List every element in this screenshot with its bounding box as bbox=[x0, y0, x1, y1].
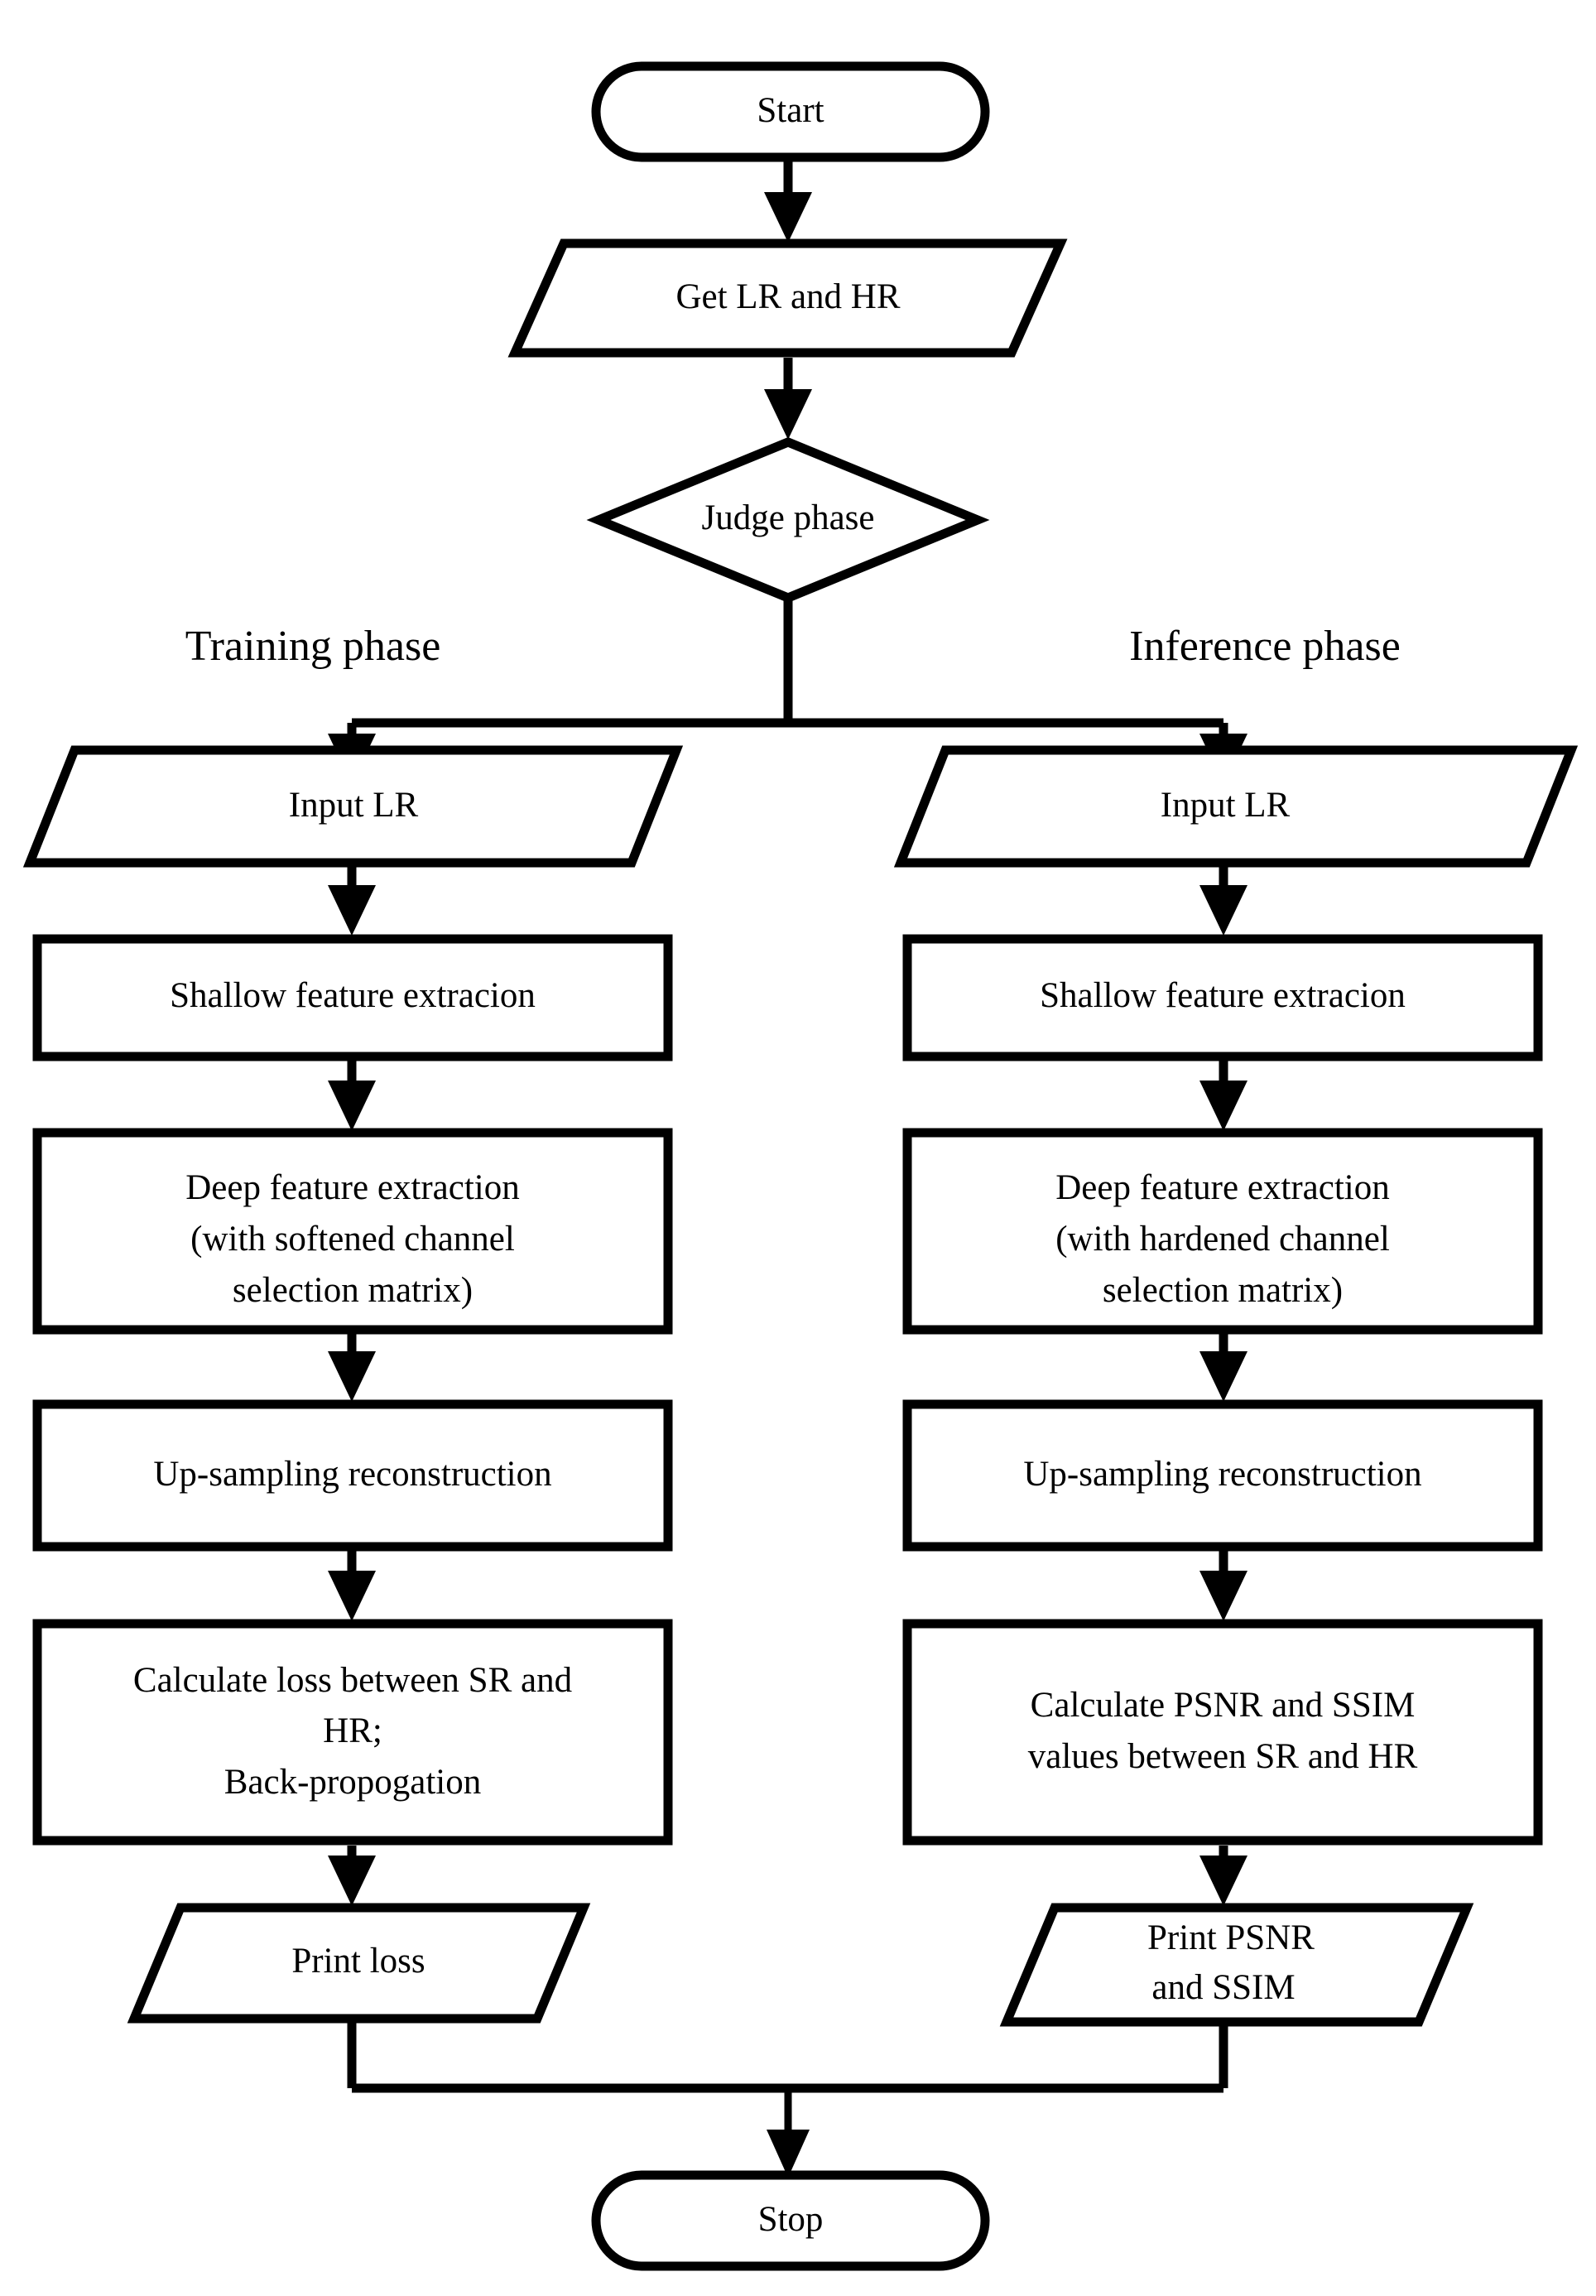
node-left-calculate-loss-line2: HR; bbox=[323, 1711, 382, 1750]
branch-label-inference-phase: Inference phase bbox=[1129, 623, 1401, 670]
node-right-shallow-feature-label: Shallow feature extracion bbox=[1040, 976, 1406, 1015]
node-left-calculate-loss[interactable]: Calculate loss between SR and HR; Back-p… bbox=[32, 1619, 673, 1846]
connector-right-calc-to-print bbox=[1199, 1846, 1247, 1906]
connector-getlrhr-to-judge bbox=[764, 358, 812, 440]
connector-right-deep-to-upsample bbox=[1199, 1331, 1247, 1402]
connector-left-deep-to-upsample bbox=[328, 1331, 376, 1402]
node-left-upsampling-label: Up-sampling reconstruction bbox=[153, 1455, 551, 1494]
node-right-calculate-metrics[interactable]: Calculate PSNR and SSIM values between S… bbox=[902, 1619, 1543, 1846]
connector-left-shallow-to-deep bbox=[328, 1061, 376, 1131]
node-left-calculate-loss-line3: Back-propogation bbox=[224, 1763, 481, 1802]
connector-right-shallow-to-deep bbox=[1199, 1061, 1247, 1131]
node-right-deep-feature[interactable]: Deep feature extraction (with hardened c… bbox=[902, 1128, 1543, 1335]
node-stop-label: Stop bbox=[758, 2200, 824, 2239]
node-right-calculate-metrics-line2: values between SR and HR bbox=[1028, 1737, 1418, 1776]
node-stop[interactable]: Stop bbox=[591, 2170, 990, 2271]
node-left-deep-feature[interactable]: Deep feature extraction (with softened c… bbox=[32, 1128, 673, 1335]
node-left-shallow-feature[interactable]: Shallow feature extracion bbox=[32, 934, 673, 1061]
node-left-calculate-loss-line1: Calculate loss between SR and bbox=[133, 1661, 572, 1700]
node-left-deep-feature-line3: selection matrix) bbox=[233, 1271, 473, 1310]
node-left-upsampling[interactable]: Up-sampling reconstruction bbox=[32, 1399, 673, 1552]
node-right-upsampling-label: Up-sampling reconstruction bbox=[1023, 1455, 1421, 1494]
node-left-deep-feature-line1: Deep feature extraction bbox=[185, 1168, 519, 1207]
node-right-input-lr-label: Input LR bbox=[1161, 786, 1291, 825]
node-get-lr-and-hr-label: Get LR and HR bbox=[675, 277, 900, 316]
node-right-calculate-metrics-line1: Calculate PSNR and SSIM bbox=[1031, 1686, 1416, 1725]
node-start-label: Start bbox=[757, 91, 824, 130]
node-left-input-lr[interactable]: Input LR bbox=[22, 745, 684, 868]
node-right-shallow-feature[interactable]: Shallow feature extracion bbox=[902, 934, 1543, 1061]
node-left-print-loss[interactable]: Print loss bbox=[127, 1903, 591, 2024]
node-left-input-lr-label: Input LR bbox=[289, 786, 419, 825]
node-right-upsampling[interactable]: Up-sampling reconstruction bbox=[902, 1399, 1543, 1552]
node-right-print-metrics[interactable]: Print PSNR and SSIM bbox=[999, 1903, 1474, 2027]
connector-right-input-to-shallow bbox=[1199, 866, 1247, 936]
node-left-deep-feature-line2: (with softened channel bbox=[190, 1220, 515, 1259]
connector-left-input-to-shallow bbox=[328, 866, 376, 936]
connector-start-to-getlrhr bbox=[764, 157, 812, 243]
node-right-deep-feature-line1: Deep feature extraction bbox=[1055, 1168, 1389, 1207]
node-left-shallow-feature-label: Shallow feature extracion bbox=[170, 976, 536, 1015]
connector-left-upsample-to-calc bbox=[328, 1551, 376, 1621]
branch-label-training-phase: Training phase bbox=[185, 623, 441, 670]
node-right-print-metrics-line1: Print PSNR bbox=[1147, 1918, 1315, 1957]
connector-right-upsample-to-calc bbox=[1199, 1551, 1247, 1621]
connector-left-calc-to-print bbox=[328, 1846, 376, 1906]
node-get-lr-and-hr[interactable]: Get LR and HR bbox=[507, 238, 1068, 358]
node-start[interactable]: Start bbox=[591, 61, 990, 162]
node-right-deep-feature-line3: selection matrix) bbox=[1103, 1271, 1343, 1310]
node-judge-phase-label: Judge phase bbox=[702, 498, 875, 537]
node-left-print-loss-label: Print loss bbox=[291, 1942, 425, 1981]
node-judge-phase[interactable]: Judge phase bbox=[586, 437, 990, 603]
node-right-print-metrics-line2: and SSIM bbox=[1151, 1968, 1295, 2007]
node-right-input-lr[interactable]: Input LR bbox=[893, 745, 1579, 868]
connector-merge-to-stop bbox=[347, 2022, 1228, 2178]
node-right-deep-feature-line2: (with hardened channel bbox=[1055, 1220, 1390, 1259]
